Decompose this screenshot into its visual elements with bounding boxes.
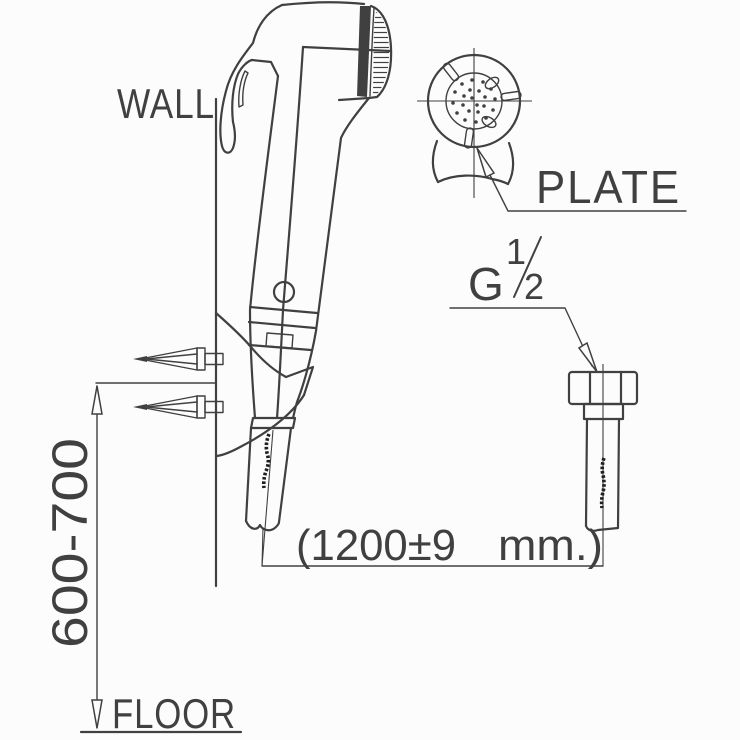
thread-prefix: G [468,258,504,310]
illegible-print-mark [599,457,606,509]
spray-face-band [357,6,371,97]
thread-denominator: 2 [524,266,544,307]
wall-label: WALL [117,80,215,127]
arrow-up-icon [91,385,103,415]
trigger-lever [219,3,284,154]
fitting-collar [582,402,625,421]
plate-outer-rim [426,53,522,149]
wall-anchor-screw-top [133,347,224,371]
height-dimension: 600-700 [42,382,217,729]
floor-label: FLOOR [112,690,236,737]
spray-plate-detail [417,48,532,198]
leader-arrow-icon [476,147,496,179]
handle-clip-detail [265,332,294,349]
sprayer-side-view [214,1,393,567]
thread-size-callout: G 1 2 [449,231,598,373]
plate-spray-face [445,72,503,130]
fitting-shaft [584,417,621,532]
hose [244,416,297,567]
hose-length-value: (1200±9 [296,521,456,570]
hose-fitting-detail [567,364,639,566]
control-button [272,280,296,304]
thread-numerator: 1 [506,231,526,272]
illegible-print-mark [261,433,271,489]
wall-bracket [214,311,315,458]
plate-callout: PLATE [476,147,687,213]
hose-length-dimension: (1200±9 mm.) [261,521,604,570]
plate-tabs [442,62,522,149]
fraction-slash [513,236,542,298]
mounting-height-value: 600-700 [42,438,98,648]
leader-arrow-icon [577,341,598,373]
handle-body [247,45,371,420]
wall-anchor-screw-bottom [133,395,224,419]
hose-length-unit: mm.) [498,521,603,570]
sprayer-head [280,1,393,102]
arrow-down-icon [91,699,103,729]
plate-label: PLATE [536,161,681,213]
spray-face-hatch [373,12,390,94]
spray-holes [451,78,497,124]
